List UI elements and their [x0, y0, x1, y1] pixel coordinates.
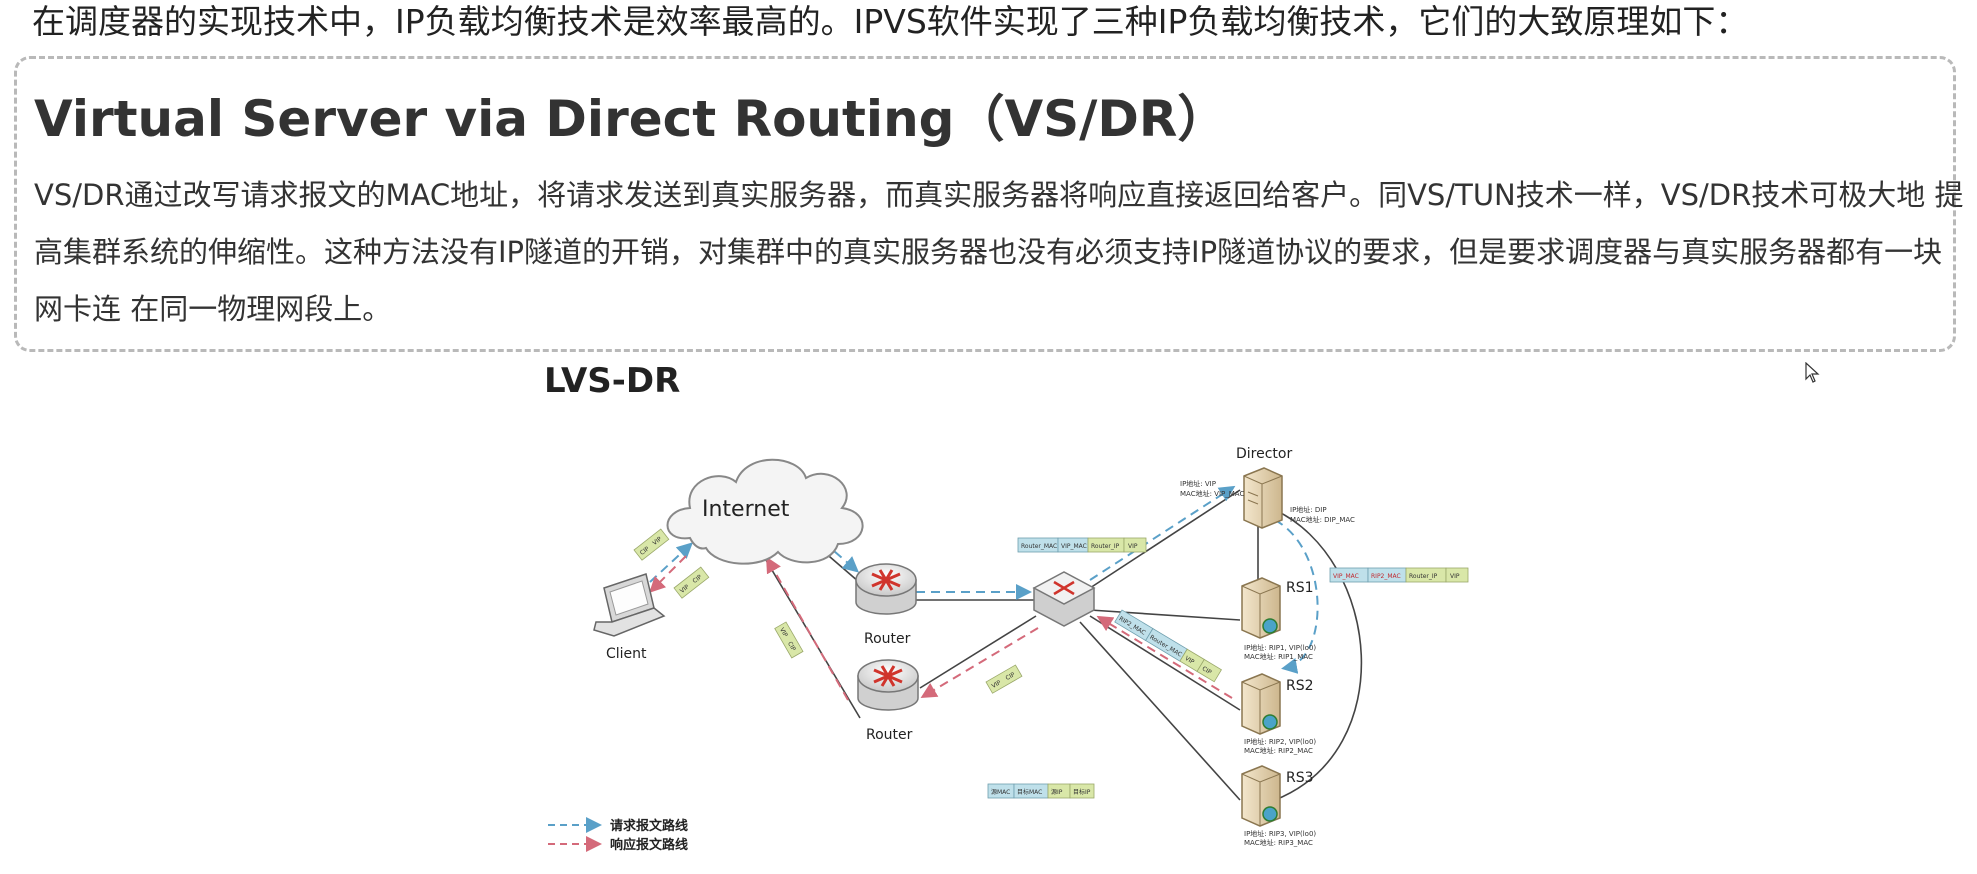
- rs1-mac: MAC地址: RIP1_MAC: [1244, 652, 1313, 661]
- rs3-label: RS3: [1286, 770, 1314, 786]
- svg-text:Router_MAC: Router_MAC: [1021, 543, 1057, 550]
- section-body: VS/DR通过改写请求报文的MAC地址，将请求发送到真实服务器，而真实服务器将响…: [34, 178, 1964, 326]
- rs2-ip: IP地址: RIP2, VIP(lo0): [1244, 737, 1316, 746]
- svg-text:Router_IP: Router_IP: [1091, 543, 1120, 550]
- intro-text: 在调度器的实现技术中，IP负载均衡技术是效率最高的。IPVS软件实现了三种IP负…: [32, 2, 1749, 41]
- legend-request-label: 请求报文路线: [610, 818, 688, 834]
- internet-label: Internet: [702, 497, 790, 522]
- path-legend: 请求报文路线 响应报文路线: [548, 817, 688, 853]
- diagram-title: LVS-DR: [544, 361, 680, 401]
- rs1-ip: IP地址: RIP1, VIP(lo0): [1244, 643, 1316, 652]
- client-label: Client: [606, 646, 647, 662]
- packet-rs-reply: RIP2_MAC Router_MAC VIP CIP: [1114, 609, 1222, 683]
- director-label: Director: [1236, 446, 1292, 462]
- svg-text:源MAC: 源MAC: [991, 788, 1010, 796]
- svg-text:CIP: CIP: [1201, 665, 1213, 676]
- svg-text:CIP: CIP: [639, 545, 651, 557]
- rs1-server-icon: [1241, 577, 1281, 639]
- svg-text:RIP2_MAC: RIP2_MAC: [1371, 573, 1401, 580]
- legend-response-label: 响应报文路线: [610, 837, 688, 853]
- svg-text:VIP: VIP: [651, 535, 663, 547]
- director-dip: IP地址: DIP: [1290, 505, 1327, 514]
- svg-text:目标IP: 目标IP: [1073, 788, 1091, 796]
- packet-router-left: VIP CIP: [774, 621, 804, 659]
- svg-text:CIP: CIP: [1004, 671, 1016, 682]
- router-top-icon: [855, 563, 917, 615]
- vs-dr-callout: Virtual Server via Direct Routing（VS/DR）…: [14, 56, 1963, 352]
- packet-director-in: Router_MAC VIP_MAC Router_IP VIP: [1017, 537, 1147, 553]
- director-dip-mac: MAC地址: DIP_MAC: [1290, 515, 1355, 524]
- laptop-icon: [593, 573, 666, 637]
- rs2-server-icon: [1241, 673, 1281, 735]
- rs3-ip: IP地址: RIP3, VIP(lo0): [1244, 829, 1316, 838]
- request-path: [649, 485, 1319, 674]
- svg-text:VIP: VIP: [1128, 543, 1138, 550]
- rs3-mac: MAC地址: RIP3_MAC: [1244, 838, 1313, 847]
- rs2-label: RS2: [1286, 678, 1314, 694]
- packet-switch-out: VIP CIP: [985, 664, 1023, 694]
- svg-text:VIP: VIP: [778, 627, 789, 639]
- packet-legend: 源MAC 目标MAC 源IP 目标IP: [987, 783, 1095, 799]
- director-vip-mac: MAC地址: VIP_MAC: [1180, 489, 1244, 498]
- svg-text:VIP_MAC: VIP_MAC: [1333, 573, 1359, 580]
- internet-cloud-icon: Internet: [666, 458, 864, 565]
- director-vip: IP地址: VIP: [1180, 479, 1216, 488]
- svg-text:VIP: VIP: [991, 679, 1003, 690]
- router-top-label: Router: [864, 631, 911, 647]
- svg-text:VIP: VIP: [1450, 573, 1460, 580]
- router-bottom-icon: [857, 659, 919, 711]
- packet-client-up: CIP VIP: [633, 528, 670, 561]
- director-server-icon: [1243, 467, 1283, 529]
- lvs-dr-figure: LVS-DR Internet Client: [0, 360, 1977, 870]
- svg-text:VIP: VIP: [1184, 655, 1196, 666]
- svg-text:目标MAC: 目标MAC: [1017, 788, 1042, 796]
- rs2-mac: MAC地址: RIP2_MAC: [1244, 746, 1313, 755]
- response-path: [649, 555, 1233, 701]
- section-title: Virtual Server via Direct Routing（VS/DR）: [34, 90, 1228, 148]
- switch-icon: [1032, 571, 1096, 627]
- svg-text:源IP: 源IP: [1051, 788, 1063, 796]
- svg-text:VIP: VIP: [679, 583, 691, 595]
- svg-text:CIP: CIP: [691, 573, 703, 585]
- lvs-dr-diagram: LVS-DR Internet Client: [544, 361, 1469, 853]
- rs1-label: RS1: [1286, 580, 1314, 596]
- svg-text:Router_IP: Router_IP: [1409, 573, 1438, 580]
- rs3-server-icon: [1241, 765, 1281, 827]
- mouse-cursor-icon: [1805, 362, 1820, 383]
- svg-text:VIP_MAC: VIP_MAC: [1061, 543, 1087, 550]
- router-bottom-label: Router: [866, 727, 913, 743]
- packet-rewritten: VIP_MAC RIP2_MAC Router_IP VIP: [1329, 567, 1469, 583]
- svg-text:CIP: CIP: [786, 640, 797, 652]
- packet-client-down: VIP CIP: [673, 566, 710, 599]
